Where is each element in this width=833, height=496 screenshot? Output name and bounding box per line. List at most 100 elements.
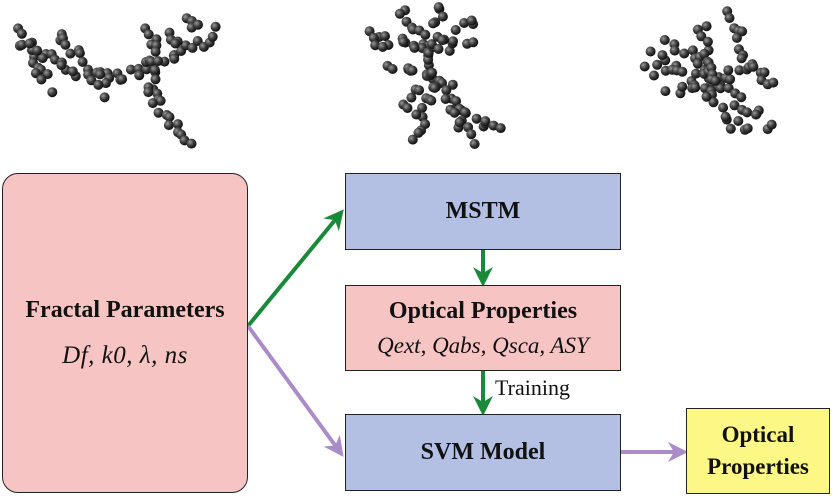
particle: [679, 48, 690, 59]
particle: [17, 39, 27, 50]
particle: [150, 74, 161, 85]
particle: [380, 31, 390, 42]
particle: [398, 37, 409, 47]
particle: [450, 25, 461, 35]
particle: [192, 36, 203, 46]
particle: [466, 15, 477, 26]
fractal-parameters-text: Df, k0, λ, ns: [62, 341, 188, 369]
particle: [734, 65, 745, 76]
particle: [24, 38, 35, 49]
fractal-aggregate-1-icon: [13, 13, 221, 149]
svm-model-label: SVM Model: [420, 439, 546, 465]
particle: [725, 74, 736, 85]
particle: [153, 56, 164, 67]
particle: [153, 107, 164, 118]
output-label-line1: Optical: [721, 422, 795, 447]
particle: [37, 53, 48, 64]
particle: [449, 107, 460, 118]
particle: [150, 46, 161, 57]
particle: [708, 97, 719, 108]
particle: [639, 61, 650, 72]
particle: [696, 31, 707, 42]
fractal-parameters-title: Fractal Parameters: [25, 296, 225, 323]
particle: [659, 35, 670, 45]
particle: [748, 61, 759, 72]
particle: [406, 92, 417, 103]
particle: [437, 35, 448, 46]
particle: [377, 41, 388, 52]
particle: [155, 95, 166, 106]
particle: [394, 8, 405, 19]
particle: [370, 40, 381, 51]
particle: [172, 119, 183, 130]
particle: [751, 109, 761, 120]
particle: [736, 92, 747, 103]
particle: [444, 45, 455, 56]
arrow-fractal-to-mstm: [246, 209, 344, 328]
particle: [471, 113, 482, 124]
particle: [407, 65, 418, 76]
particle: [402, 103, 413, 113]
particle: [411, 109, 422, 120]
particle: [65, 48, 76, 59]
particle: [677, 81, 688, 92]
fractal-aggregate-3-icon: [639, 6, 779, 135]
particle: [657, 50, 668, 61]
fractal-parameters-box: Fractal Parameters Df, k0, λ, ns: [2, 173, 248, 493]
particle: [701, 91, 712, 102]
particle: [742, 107, 753, 118]
particle: [649, 70, 659, 81]
particle: [164, 112, 175, 122]
particle: [768, 77, 779, 88]
particle: [117, 74, 128, 85]
training-label: Training: [495, 375, 570, 400]
particle: [426, 95, 437, 106]
particle: [459, 18, 470, 28]
particle: [710, 75, 721, 86]
particle: [420, 29, 431, 40]
particle: [47, 87, 58, 98]
particle: [99, 92, 110, 103]
fractal-aggregate-2-icon: [364, 2, 506, 149]
particle: [100, 78, 111, 89]
particle: [766, 119, 777, 130]
particle: [441, 85, 452, 96]
particle: [387, 64, 398, 74]
particle: [742, 123, 753, 134]
particle: [93, 79, 104, 90]
particle: [147, 98, 158, 109]
optical-properties-quantities: Qext, Qabs, Qsca, ASY: [377, 332, 589, 358]
particle: [725, 123, 736, 134]
mstm-box: MSTM: [345, 173, 621, 250]
particle: [440, 94, 451, 104]
particle: [731, 32, 742, 43]
particle: [723, 65, 734, 76]
output-optical-properties-box: Optical Properties: [686, 408, 830, 494]
particle: [729, 100, 740, 111]
particle: [733, 116, 744, 126]
particle: [143, 87, 154, 98]
particle: [149, 65, 160, 75]
particle: [163, 120, 174, 131]
particle: [460, 107, 471, 118]
particle: [74, 48, 85, 59]
optical-properties-title: Optical Properties: [388, 297, 578, 324]
particle: [690, 82, 701, 93]
particle: [67, 66, 78, 77]
particle: [193, 19, 203, 30]
optical-properties-box: Optical Properties Qext, Qabs, Qsca, ASY: [345, 285, 621, 371]
arrow-fractal-to-svm: [246, 324, 344, 457]
particle: [451, 96, 462, 107]
particle: [77, 56, 88, 67]
particle: [428, 18, 439, 29]
particle: [448, 36, 458, 47]
particle: [32, 45, 43, 56]
particle: [652, 59, 663, 70]
particle: [669, 45, 680, 56]
particle: [699, 48, 710, 59]
particle: [677, 66, 688, 77]
particle: [207, 31, 218, 42]
particle: [736, 53, 747, 64]
particle: [437, 11, 448, 22]
